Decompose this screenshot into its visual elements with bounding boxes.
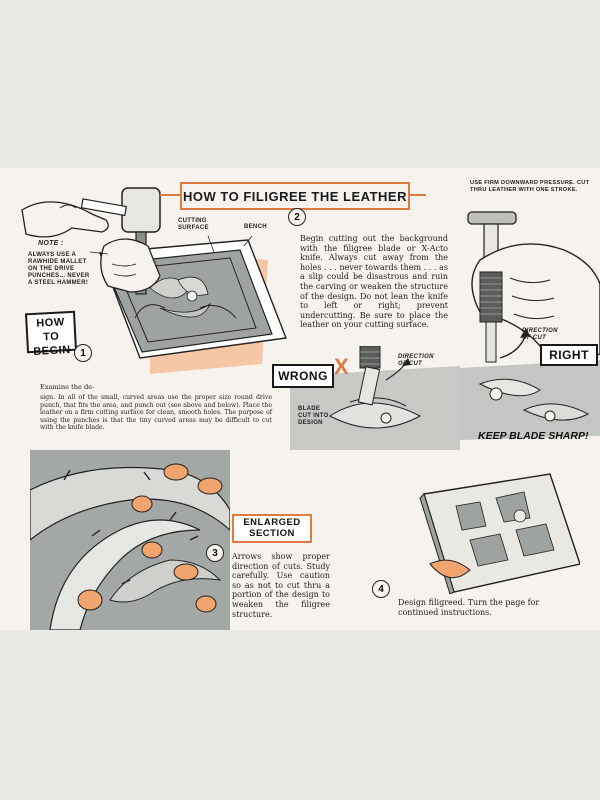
step-number-2: 2: [288, 208, 306, 226]
finished-filigree-illustration: [419, 473, 580, 594]
step-1-lead: Examine the de-: [40, 383, 95, 391]
note-body: ALWAYS USE A RAWHIDE MALLET ON THE DRIVE…: [28, 252, 90, 286]
page-title: HOW TO FILIGREE THE LEATHER: [180, 182, 410, 210]
note-heading: NOTE :: [38, 240, 64, 247]
step-number-1: 1: [74, 344, 92, 362]
bench-label: BENCH: [244, 224, 267, 230]
title-rule-right: [408, 194, 426, 196]
punch-illustration: [21, 187, 287, 374]
firm-pressure-label: USE FIRM DOWNWARD PRESSURE. CUT THRU LEA…: [470, 180, 590, 193]
step-4-text: Design filigreed. Turn the page for cont…: [398, 598, 540, 617]
step-2-text: Begin cutting out the background with th…: [300, 234, 448, 330]
knife-illustration: [460, 211, 600, 440]
instruction-page: CUTTING SURFACE BENCH NOTE : ALWAYS USE …: [0, 168, 600, 630]
wrong-stamp: WRONG: [272, 364, 334, 388]
step-number-4: 4: [372, 580, 390, 598]
step-3-text: Arrows show proper direction of cuts. St…: [232, 552, 330, 619]
step-number-3: 3: [206, 544, 224, 562]
how-to-begin-stamp: HOW TO BEGIN: [24, 310, 78, 358]
wrong-x-mark: X: [334, 354, 349, 379]
cutting-surface-label: CUTTING SURFACE: [178, 218, 209, 231]
direction-of-cut-label-wrong: DIRECTION OF CUT: [398, 354, 434, 367]
step-1-text: sign. In all of the small, curved areas …: [40, 394, 272, 432]
right-stamp: RIGHT: [540, 344, 598, 366]
enlarged-section-illustration: [30, 450, 230, 630]
direction-of-cut-label-right: DIRECTION OF CUT: [522, 328, 558, 341]
enlarged-section-stamp: ENLARGED SECTION: [232, 514, 312, 543]
keep-blade-sharp-label: KEEP BLADE SHARP!: [478, 430, 589, 442]
blade-cut-label: BLADE CUT INTO DESIGN: [298, 406, 329, 426]
title-rule-left: [160, 194, 180, 196]
